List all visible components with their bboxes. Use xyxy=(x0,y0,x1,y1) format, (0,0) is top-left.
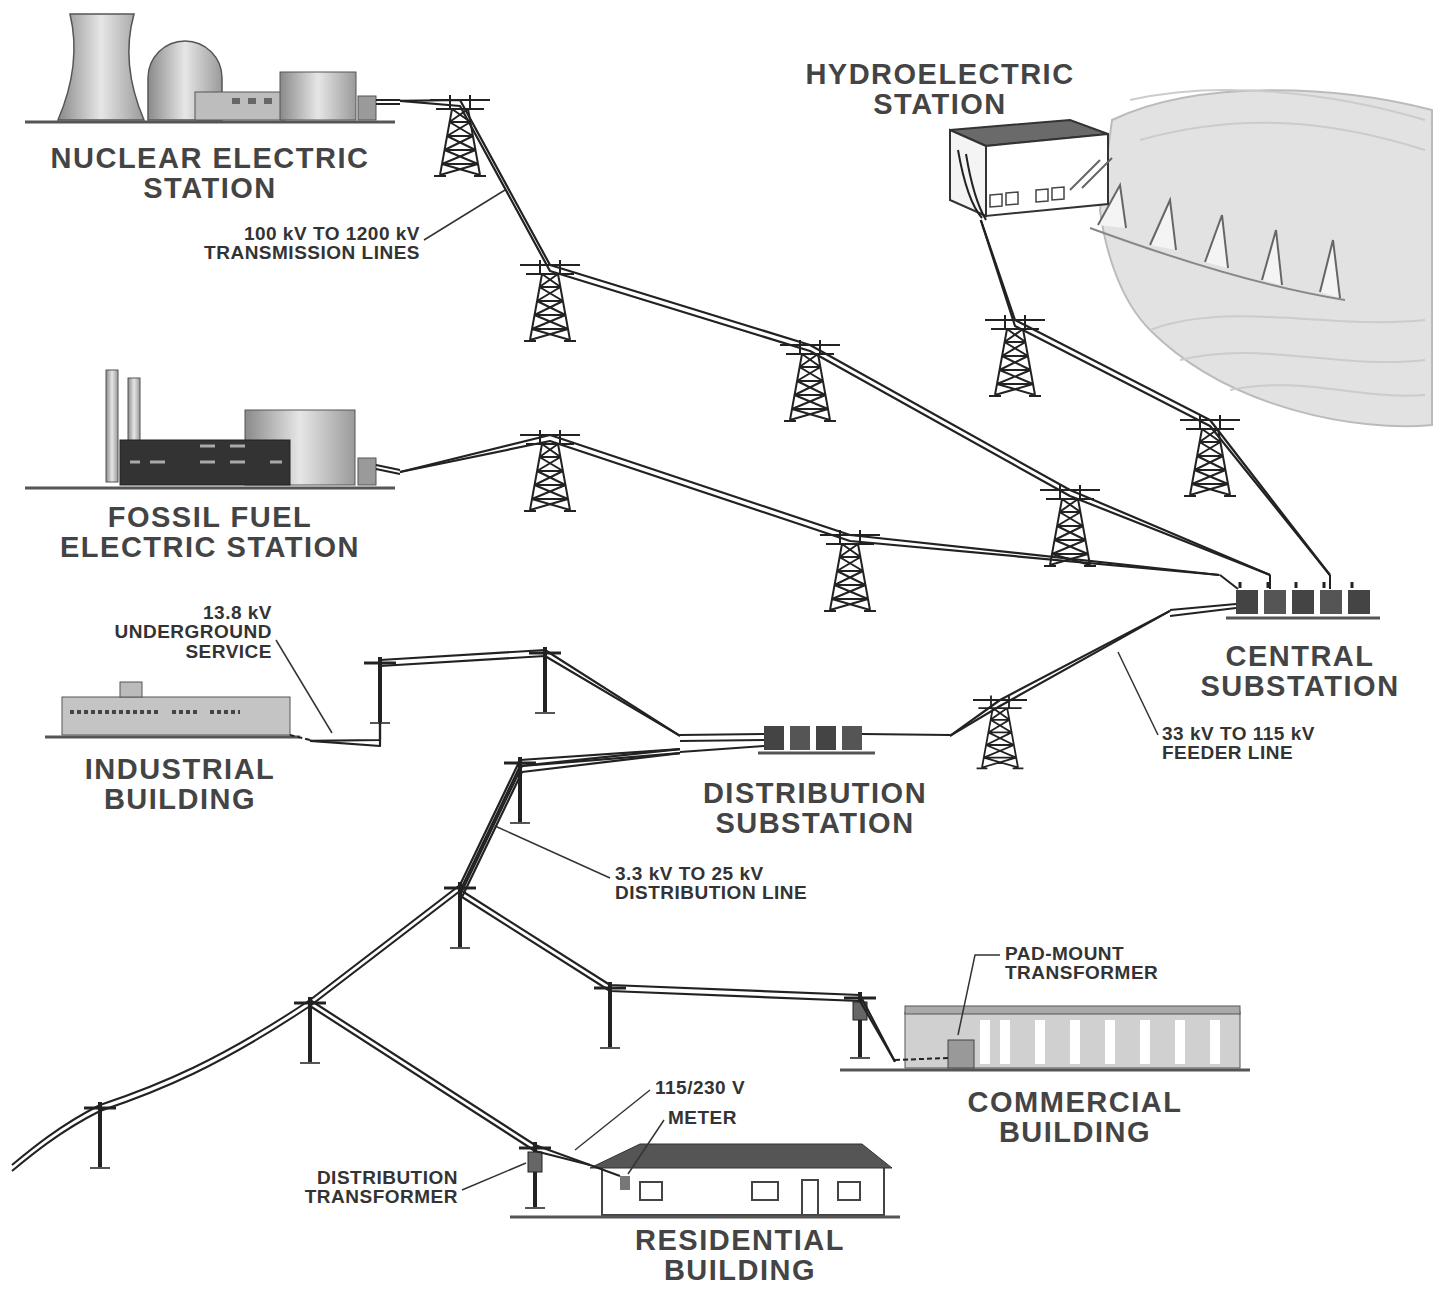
central-substation xyxy=(1170,575,1380,618)
callout-label: PAD-MOUNT TRANSFORMER xyxy=(1005,944,1205,983)
reservoir xyxy=(1090,90,1432,426)
wire xyxy=(310,749,680,1165)
commercial-building xyxy=(840,1006,1250,1070)
residential-building xyxy=(510,1144,900,1217)
wire xyxy=(981,220,1330,575)
power-line xyxy=(981,220,1330,575)
facility-label: COMMERCIAL BUILDING xyxy=(925,1087,1225,1148)
power-line xyxy=(310,749,680,1165)
wire xyxy=(400,435,1219,575)
nuclear-station: NUCLEAR ELECTRIC STATION xyxy=(20,8,400,210)
leader-lines xyxy=(276,190,1158,1190)
wire xyxy=(400,441,1219,575)
utility-poles xyxy=(12,647,876,1208)
residential-building: RESIDENTIAL BUILDING xyxy=(590,1125,890,1295)
facility-label: CENTRAL SUBSTATION xyxy=(1175,641,1425,702)
facility-label: INDUSTRIAL BUILDING xyxy=(55,754,305,815)
callout-label: 115/230 V xyxy=(655,1078,745,1097)
transmission-towers xyxy=(430,95,1240,768)
wire xyxy=(950,611,1170,736)
wire xyxy=(310,656,680,746)
callout-label: METER xyxy=(668,1108,737,1127)
hydro-building xyxy=(950,120,1112,220)
wire xyxy=(950,611,1170,736)
wire xyxy=(981,220,1330,575)
distribution-substation: DISTRIBUTION SUBSTATION xyxy=(680,712,950,845)
callout-label: 13.8 kV UNDERGROUND SERVICE xyxy=(97,603,272,661)
power-line xyxy=(950,611,1170,736)
facility-label: RESIDENTIAL BUILDING xyxy=(595,1225,885,1286)
power-line xyxy=(400,100,1270,575)
facility-label: HYDROELECTRIC STATION xyxy=(775,59,1105,120)
nuclear-plant xyxy=(25,14,400,122)
distribution-substation xyxy=(680,726,950,753)
callout-label: DISTRIBUTION TRANSFORMER xyxy=(258,1168,458,1207)
industrial-building xyxy=(45,682,310,740)
power-line xyxy=(400,435,1219,575)
facility-label: NUCLEAR ELECTRIC STATION xyxy=(20,143,400,204)
industrial-building: INDUSTRIAL BUILDING xyxy=(50,678,310,821)
central-substation: CENTRAL SUBSTATION xyxy=(1170,575,1430,708)
wire xyxy=(400,101,1270,575)
hydro-station: HYDROELECTRIC STATION xyxy=(770,55,1110,220)
power-line xyxy=(310,650,680,746)
facility-label: DISTRIBUTION SUBSTATION xyxy=(683,778,948,839)
callout-label: 100 kV TO 1200 kV TRANSMISSION LINES xyxy=(160,224,420,263)
fossil-plant xyxy=(25,370,400,488)
callout-label: 33 kV TO 115 kV FEEDER LINE xyxy=(1162,724,1362,763)
wire xyxy=(310,650,680,741)
fossil-station: FOSSIL FUEL ELECTRIC STATION xyxy=(20,365,400,569)
facility-label: FOSSIL FUEL ELECTRIC STATION xyxy=(40,502,380,563)
wire xyxy=(310,749,680,1165)
wire xyxy=(400,100,1270,575)
callout-label: 3.3 kV TO 25 kV DISTRIBUTION LINE xyxy=(615,864,845,903)
commercial-building: COMMERCIAL BUILDING xyxy=(895,995,1255,1154)
